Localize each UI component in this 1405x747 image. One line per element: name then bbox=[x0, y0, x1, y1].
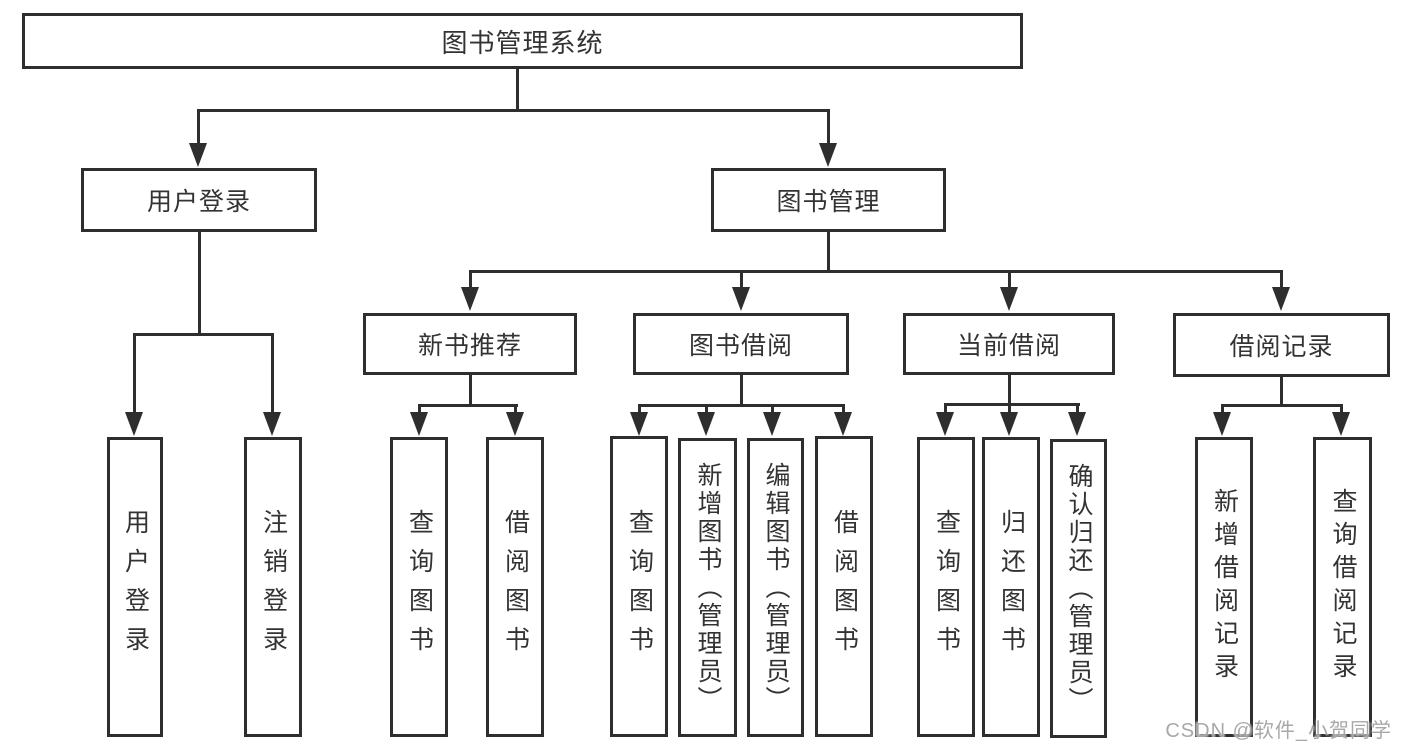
connector-line bbox=[1008, 404, 1011, 414]
connector-line bbox=[638, 404, 845, 407]
leaf-current-confirm-return-admin-label: 确认归还（管理员） bbox=[1065, 462, 1093, 715]
leaf-newbook-borrow-book: 借阅图书 bbox=[486, 437, 544, 737]
connector-line bbox=[198, 232, 201, 336]
connector-line bbox=[705, 405, 708, 415]
node-book-management-label: 图书管理 bbox=[776, 188, 881, 216]
node-new-book-recommend-label: 新书推荐 bbox=[417, 332, 522, 360]
arrow-down-icon bbox=[410, 412, 428, 436]
leaf-current-return-book: 归还图书 bbox=[982, 437, 1040, 737]
node-current-borrow: 当前借阅 bbox=[903, 313, 1115, 375]
leaf-logout-login: 注销登录 bbox=[244, 437, 302, 737]
arrow-down-icon bbox=[630, 412, 648, 436]
arrow-down-icon bbox=[125, 412, 143, 436]
arrow-down-icon bbox=[461, 287, 479, 311]
leaf-borrow-add-book-admin-label: 新增图书（管理员） bbox=[694, 461, 722, 714]
leaf-borrow-query-book-label: 查询图书 bbox=[625, 508, 654, 665]
leaf-newbook-borrow-book-label: 借阅图书 bbox=[501, 509, 530, 665]
arrow-down-icon bbox=[1332, 412, 1350, 436]
node-book-borrow: 图书借阅 bbox=[633, 313, 849, 375]
connector-line bbox=[469, 270, 1283, 273]
connector-line bbox=[1340, 405, 1343, 415]
connector-line bbox=[1280, 271, 1283, 291]
arrow-down-icon bbox=[763, 412, 781, 436]
connector-line bbox=[1221, 404, 1343, 407]
connector-line bbox=[944, 404, 947, 414]
node-user-login: 用户登录 bbox=[81, 168, 317, 232]
csdn-watermark: CSDN @软件_小贺同学 bbox=[1165, 720, 1392, 742]
leaf-record-add-record-label: 新增借阅记录 bbox=[1210, 488, 1239, 686]
connector-line bbox=[827, 110, 830, 146]
node-borrow-record-label: 借阅记录 bbox=[1229, 333, 1334, 361]
leaf-newbook-query-book: 查询图书 bbox=[390, 437, 448, 737]
leaf-current-query-book-label: 查询图书 bbox=[932, 509, 961, 665]
arrow-down-icon bbox=[936, 412, 954, 436]
node-book-management: 图书管理 bbox=[711, 168, 946, 232]
leaf-borrow-borrow-book-label: 借阅图书 bbox=[830, 508, 859, 665]
leaf-record-query-record: 查询借阅记录 bbox=[1313, 437, 1372, 737]
connector-line bbox=[133, 334, 136, 414]
connector-line bbox=[944, 403, 1080, 406]
leaf-record-query-record-label: 查询借阅记录 bbox=[1329, 488, 1357, 686]
leaf-logout-login-label: 注销登录 bbox=[259, 509, 288, 665]
node-new-book-recommend: 新书推荐 bbox=[363, 313, 577, 375]
leaf-borrow-borrow-book: 借阅图书 bbox=[815, 436, 873, 737]
connector-line bbox=[842, 405, 845, 415]
connector-line bbox=[740, 271, 743, 291]
arrow-down-icon bbox=[834, 412, 852, 436]
leaf-user-login-label: 用户登录 bbox=[121, 509, 150, 665]
connector-line bbox=[271, 334, 274, 414]
leaf-current-query-book: 查询图书 bbox=[917, 437, 975, 737]
node-user-login-label: 用户登录 bbox=[146, 188, 251, 216]
connector-line bbox=[1076, 404, 1079, 414]
arrow-down-icon bbox=[1000, 287, 1018, 311]
leaf-user-login: 用户登录 bbox=[107, 437, 163, 737]
leaf-newbook-query-book-label: 查询图书 bbox=[405, 509, 434, 665]
connector-line bbox=[418, 404, 518, 407]
arrow-down-icon bbox=[1272, 287, 1290, 311]
connector-line bbox=[827, 232, 830, 273]
arrow-down-icon bbox=[1213, 412, 1231, 436]
connector-line bbox=[1221, 405, 1224, 415]
leaf-current-confirm-return-admin: 确认归还（管理员） bbox=[1050, 439, 1107, 738]
leaf-current-return-book-label: 归还图书 bbox=[997, 509, 1026, 665]
arrow-down-icon bbox=[819, 143, 837, 167]
leaf-record-add-record: 新增借阅记录 bbox=[1195, 437, 1253, 737]
leaf-borrow-add-book-admin: 新增图书（管理员） bbox=[678, 438, 737, 737]
connector-line bbox=[1008, 375, 1011, 406]
node-borrow-record: 借阅记录 bbox=[1173, 313, 1390, 377]
connector-line bbox=[1280, 377, 1283, 406]
connector-line bbox=[133, 333, 274, 336]
arrow-down-icon bbox=[189, 143, 207, 167]
node-current-borrow-label: 当前借阅 bbox=[956, 332, 1061, 360]
connector-line bbox=[771, 405, 774, 415]
connector-line bbox=[197, 109, 830, 112]
leaf-borrow-query-book: 查询图书 bbox=[610, 436, 668, 737]
connector-line bbox=[516, 69, 519, 111]
arrow-down-icon bbox=[732, 287, 750, 311]
leaf-borrow-edit-book-admin-label: 编辑图书（管理员） bbox=[762, 461, 790, 714]
connector-line bbox=[514, 405, 517, 415]
arrow-down-icon bbox=[1000, 412, 1018, 436]
arrow-down-icon bbox=[506, 412, 524, 436]
arrow-down-icon bbox=[263, 412, 281, 436]
connector-line bbox=[638, 405, 641, 415]
connector-line bbox=[197, 110, 200, 146]
connector-line bbox=[469, 271, 472, 291]
node-root: 图书管理系统 bbox=[22, 13, 1023, 69]
connector-line bbox=[469, 375, 472, 406]
connector-line bbox=[1008, 271, 1011, 291]
arrow-down-icon bbox=[697, 412, 715, 436]
connector-line bbox=[418, 405, 421, 415]
leaf-borrow-edit-book-admin: 编辑图书（管理员） bbox=[747, 438, 804, 737]
arrow-down-icon bbox=[1068, 412, 1086, 436]
node-root-label: 图书管理系统 bbox=[441, 27, 604, 58]
node-book-borrow-label: 图书借阅 bbox=[688, 332, 793, 360]
connector-line bbox=[740, 375, 743, 406]
